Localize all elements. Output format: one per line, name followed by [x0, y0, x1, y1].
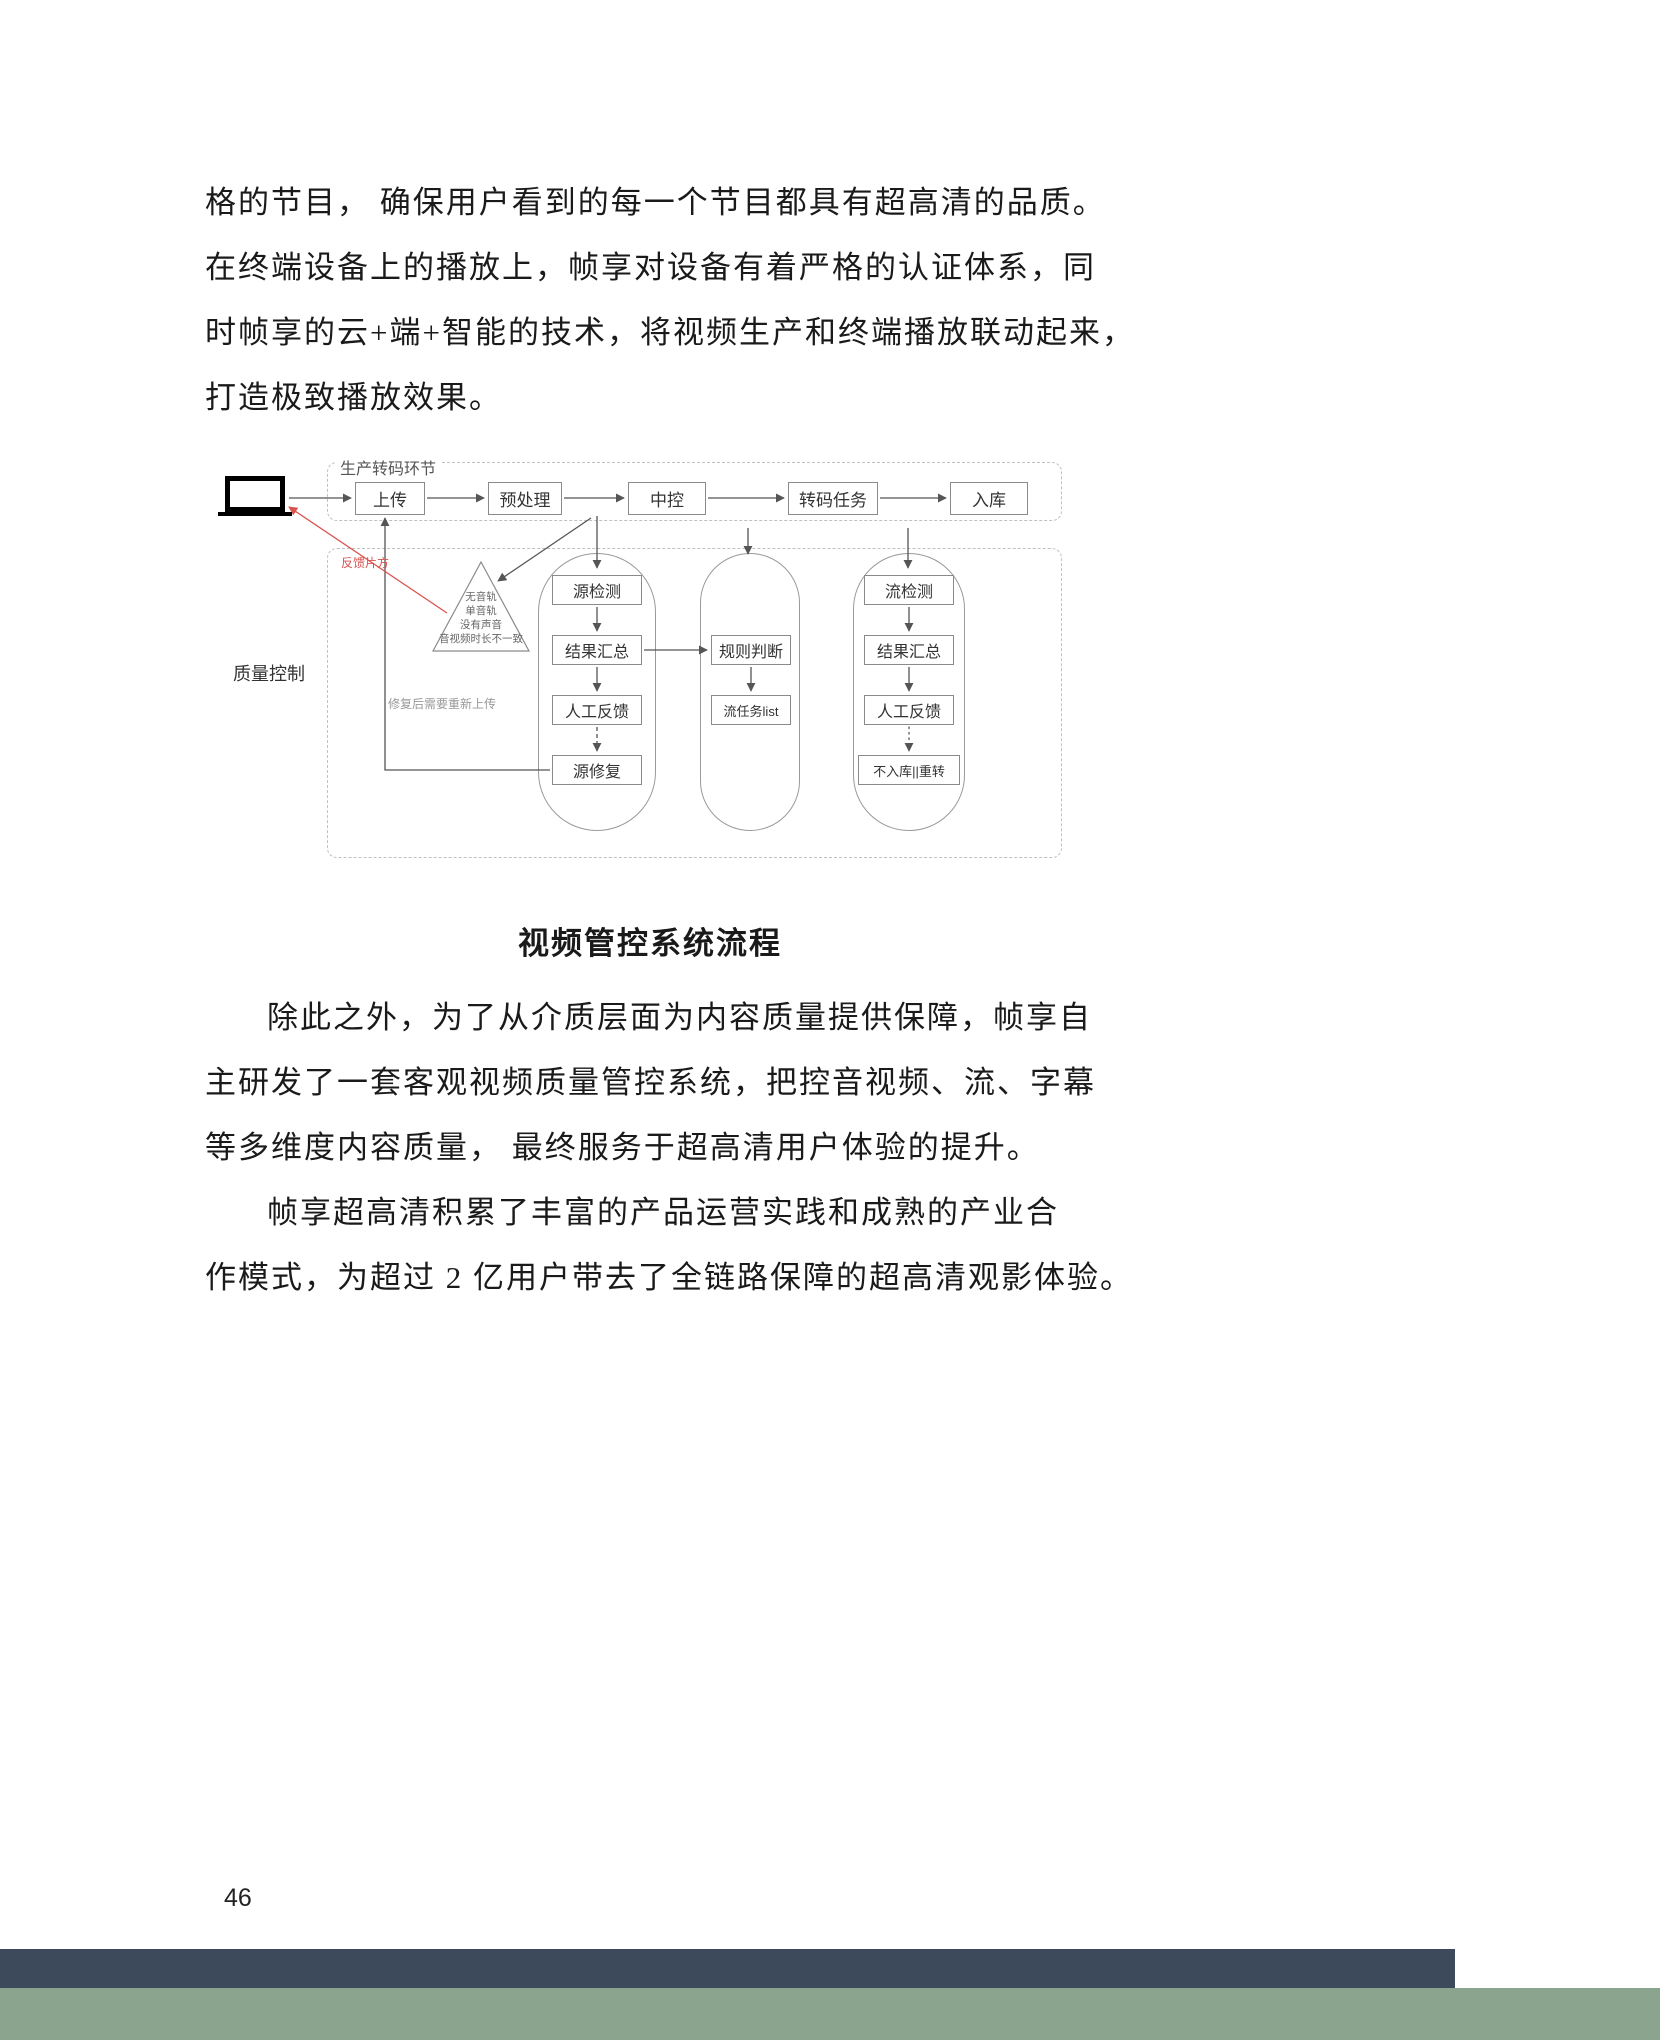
figure-caption: 视频管控系统流程: [518, 926, 782, 961]
intro-line: 打造极致播放效果。: [205, 380, 502, 415]
box-stream-task-list: 流任务list: [711, 695, 791, 725]
box-no-store-retranscode: 不入库||重转: [858, 755, 960, 785]
reupload-note: 修复后需要重新上传: [388, 697, 497, 711]
box-manual-feedback-1: 人工反馈: [552, 695, 642, 725]
intro-line: 在终端设备上的播放上，帧享对设备有着严格的认证体系，同: [205, 250, 1096, 285]
triangle-issue: 没有声音: [460, 619, 502, 631]
box-result-summary-1: 结果汇总: [552, 635, 642, 665]
footer-green-bar: [0, 1988, 1660, 2040]
body-line: 除此之外，为了从介质层面为内容质量提供保障，帧享自: [267, 1000, 1092, 1035]
box-source-repair: 源修复: [552, 755, 642, 785]
box-source-detect: 源检测: [552, 575, 642, 605]
node-central-control: 中控: [628, 482, 706, 515]
footer-navy-bar: [0, 1949, 1455, 1988]
box-result-summary-2: 结果汇总: [864, 635, 954, 665]
triangle-issue: 音视频时长不一致: [439, 633, 523, 645]
laptop-icon-base: [218, 512, 292, 516]
intro-paragraph: 格的节目， 确保用户看到的每一个节目都具有超高清的品质。 在终端设备上的播放上，…: [205, 170, 1135, 430]
node-warehouse: 入库: [950, 482, 1028, 515]
body-line: 主研发了一套客观视频质量管控系统，把控音视频、流、字幕: [205, 1065, 1096, 1100]
box-stream-detect: 流检测: [864, 575, 954, 605]
quality-section-frame: [327, 548, 1062, 858]
body-line: 帧享超高清积累了丰富的产品运营实践和成熟的产业合: [267, 1195, 1059, 1230]
intro-line: 时帧享的云+端+智能的技术，将视频生产和终端播放联动起来，: [205, 315, 1135, 350]
triangle-issue: 无音轨: [465, 591, 497, 603]
node-upload: 上传: [355, 482, 425, 515]
quality-control-label: 质量控制: [233, 664, 305, 684]
body-line: 等多维度内容质量， 最终服务于超高清用户体验的提升。: [205, 1130, 1040, 1165]
transcode-section-frame: [327, 462, 1062, 521]
transcode-section-label: 生产转码环节: [336, 455, 441, 479]
feedback-producer-label: 反馈片方: [341, 556, 390, 570]
node-transcode-task: 转码任务: [788, 482, 878, 515]
node-preprocess: 预处理: [488, 482, 562, 515]
triangle-issue: 单音轨: [465, 605, 497, 617]
box-rule-judge: 规则判断: [711, 635, 791, 665]
body-paragraph-2: 帧享超高清积累了丰富的产品运营实践和成熟的产业合 作模式，为超过 2 亿用户带去…: [205, 1180, 1133, 1310]
page-number: 46: [224, 1884, 252, 1912]
rule-judge-capsule: [700, 553, 800, 831]
intro-line: 格的节目， 确保用户看到的每一个节目都具有超高清的品质。: [205, 185, 1106, 220]
body-line: 作模式，为超过 2 亿用户带去了全链路保障的超高清观影体验。: [205, 1260, 1133, 1295]
video-control-flow-diagram: 生产转码环节 上传 预处理 中控 转码任务 入库 质量控制 反馈片方 修复后需要…: [0, 455, 1660, 870]
triangle-issues-text: 无音轨 单音轨 没有声音 音视频时长不一致: [433, 590, 529, 646]
laptop-icon: [225, 476, 285, 512]
box-manual-feedback-2: 人工反馈: [864, 695, 954, 725]
body-paragraph-1: 除此之外，为了从介质层面为内容质量提供保障，帧享自 主研发了一套客观视频质量管控…: [205, 985, 1105, 1180]
